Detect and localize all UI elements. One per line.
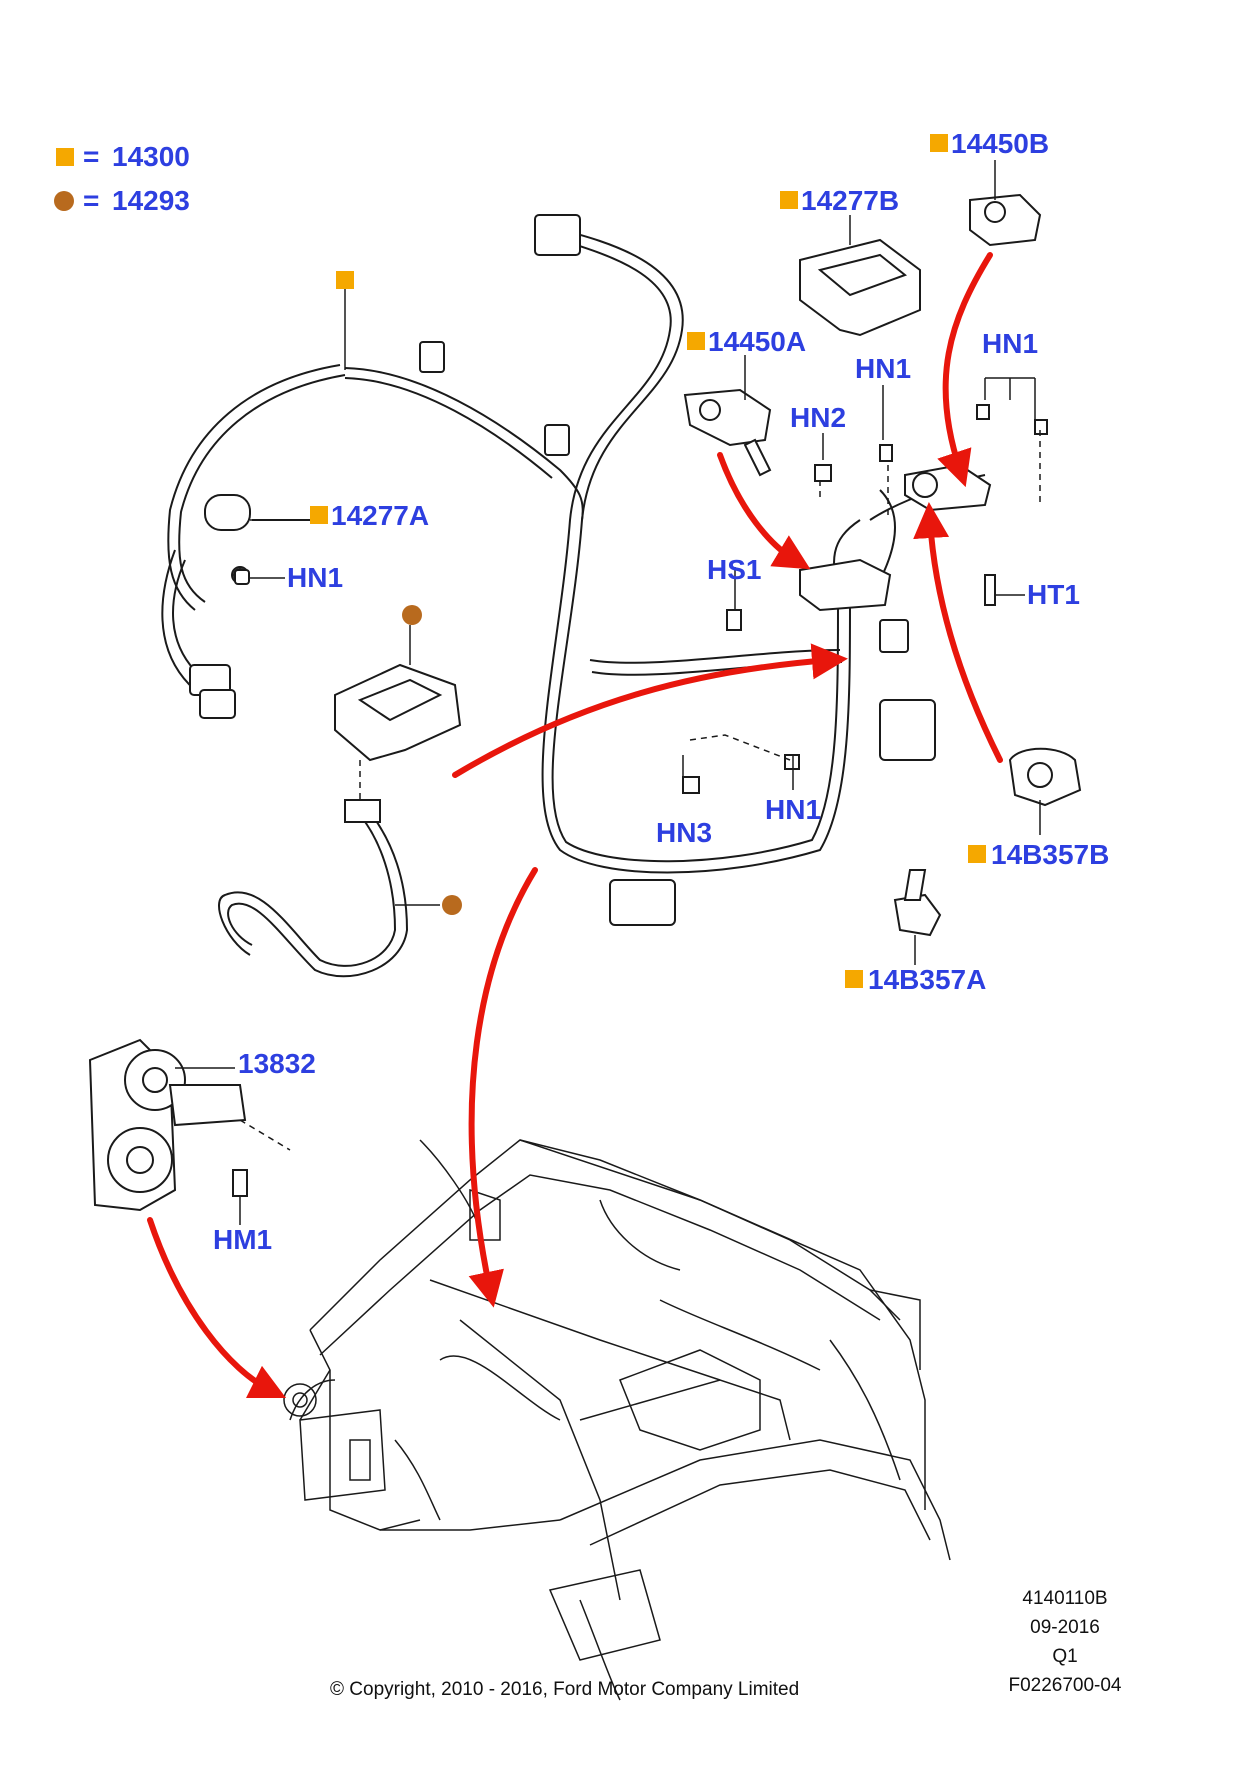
marker-square-14450B bbox=[930, 134, 948, 152]
arrow-14450A-to-junction bbox=[717, 452, 811, 570]
label-14B357B: 14B357B bbox=[991, 839, 1110, 870]
legend-equals: = bbox=[83, 185, 100, 216]
part-14277B-cover bbox=[799, 238, 921, 337]
label-14B357A: 14B357A bbox=[868, 964, 987, 995]
part-14293-cable bbox=[218, 799, 409, 978]
legend-square-marker bbox=[56, 148, 74, 166]
legend-circle-marker bbox=[54, 191, 74, 211]
callout-lines bbox=[175, 160, 1041, 1225]
label-hm1: HM1 bbox=[213, 1224, 273, 1255]
red-arrows bbox=[147, 252, 1003, 1399]
label-hn1-right: HN1 bbox=[982, 328, 1039, 359]
label-hn1-top: HN1 bbox=[855, 353, 912, 384]
reference-line-2: 09-2016 bbox=[1030, 1617, 1100, 1638]
arrow-14B357B-to-junction bbox=[913, 502, 1003, 763]
label-hn3: HN3 bbox=[656, 817, 713, 848]
copyright: © Copyright, 2010 - 2016, Ford Motor Com… bbox=[330, 1679, 800, 1700]
label-13832: 13832 bbox=[238, 1048, 316, 1079]
marker-square-14B357A bbox=[845, 970, 863, 988]
reference-line-3: Q1 bbox=[1052, 1646, 1078, 1667]
reference-line-4: F0226700-04 bbox=[1008, 1675, 1122, 1696]
harness-connectors bbox=[189, 214, 936, 926]
part-14450A-terminal bbox=[683, 388, 772, 477]
marker-square-14277B bbox=[780, 191, 798, 209]
marker-square-14277A bbox=[310, 506, 328, 524]
marker-square-14450A bbox=[687, 332, 705, 350]
part-14B357B-clamp bbox=[1008, 747, 1082, 807]
arrow-14450B-to-junction bbox=[937, 252, 993, 488]
label-14450A: 14450A bbox=[708, 326, 807, 357]
reference-line-1: 4140110B bbox=[1022, 1588, 1108, 1609]
vehicle-front-structure bbox=[283, 1139, 951, 1701]
legend-code-14300: 14300 bbox=[112, 141, 190, 172]
arrow-harness-to-vehicle bbox=[468, 867, 538, 1308]
label-14450B: 14450B bbox=[951, 128, 1050, 159]
part-14B357A-sensor bbox=[893, 869, 942, 937]
label-ht1: HT1 bbox=[1027, 579, 1080, 610]
marker-square-14B357B bbox=[968, 845, 986, 863]
part-14293-cover bbox=[334, 663, 462, 762]
fasteners bbox=[232, 404, 1048, 1197]
label-hn1-mid: HN1 bbox=[765, 794, 822, 825]
marker-square-harness bbox=[336, 271, 354, 289]
marker-circle-cover bbox=[402, 605, 422, 625]
label-hn1-left: HN1 bbox=[287, 562, 344, 593]
part-13832-horn bbox=[88, 1038, 247, 1212]
legend-equals: = bbox=[83, 141, 100, 172]
marker-circle-cable bbox=[442, 895, 462, 915]
arrow-14293-to-junction bbox=[452, 643, 848, 778]
arrow-horn-to-vehicle bbox=[147, 1217, 287, 1399]
label-hs1: HS1 bbox=[707, 554, 762, 585]
label-hn2: HN2 bbox=[790, 402, 847, 433]
label-14277A: 14277A bbox=[331, 500, 430, 531]
label-14277B: 14277B bbox=[801, 185, 900, 216]
legend-code-14293: 14293 bbox=[112, 185, 190, 216]
part-14450B-terminal bbox=[969, 193, 1042, 247]
